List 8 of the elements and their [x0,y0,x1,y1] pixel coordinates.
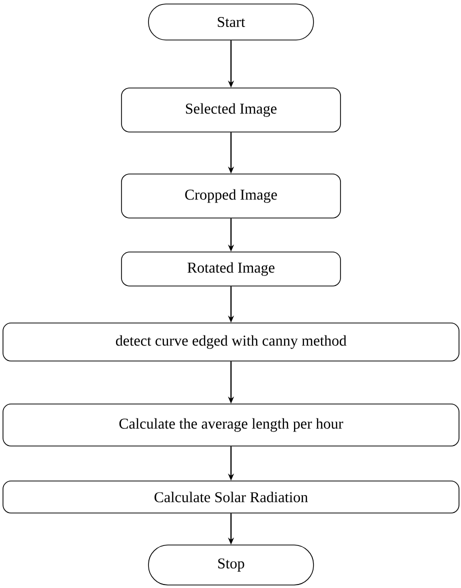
process-box: Cropped Image [121,174,341,218]
process-box: Calculate Solar Radiation [2,480,460,514]
terminal-box: Start [148,4,314,40]
process-box: detect curve edged with canny method [2,322,460,362]
process-box: Calculate the average length per hour [2,404,460,446]
process-box: Selected Image [121,88,341,132]
terminal-box: Stop [148,544,314,586]
process-box: Rotated Image [121,252,341,286]
